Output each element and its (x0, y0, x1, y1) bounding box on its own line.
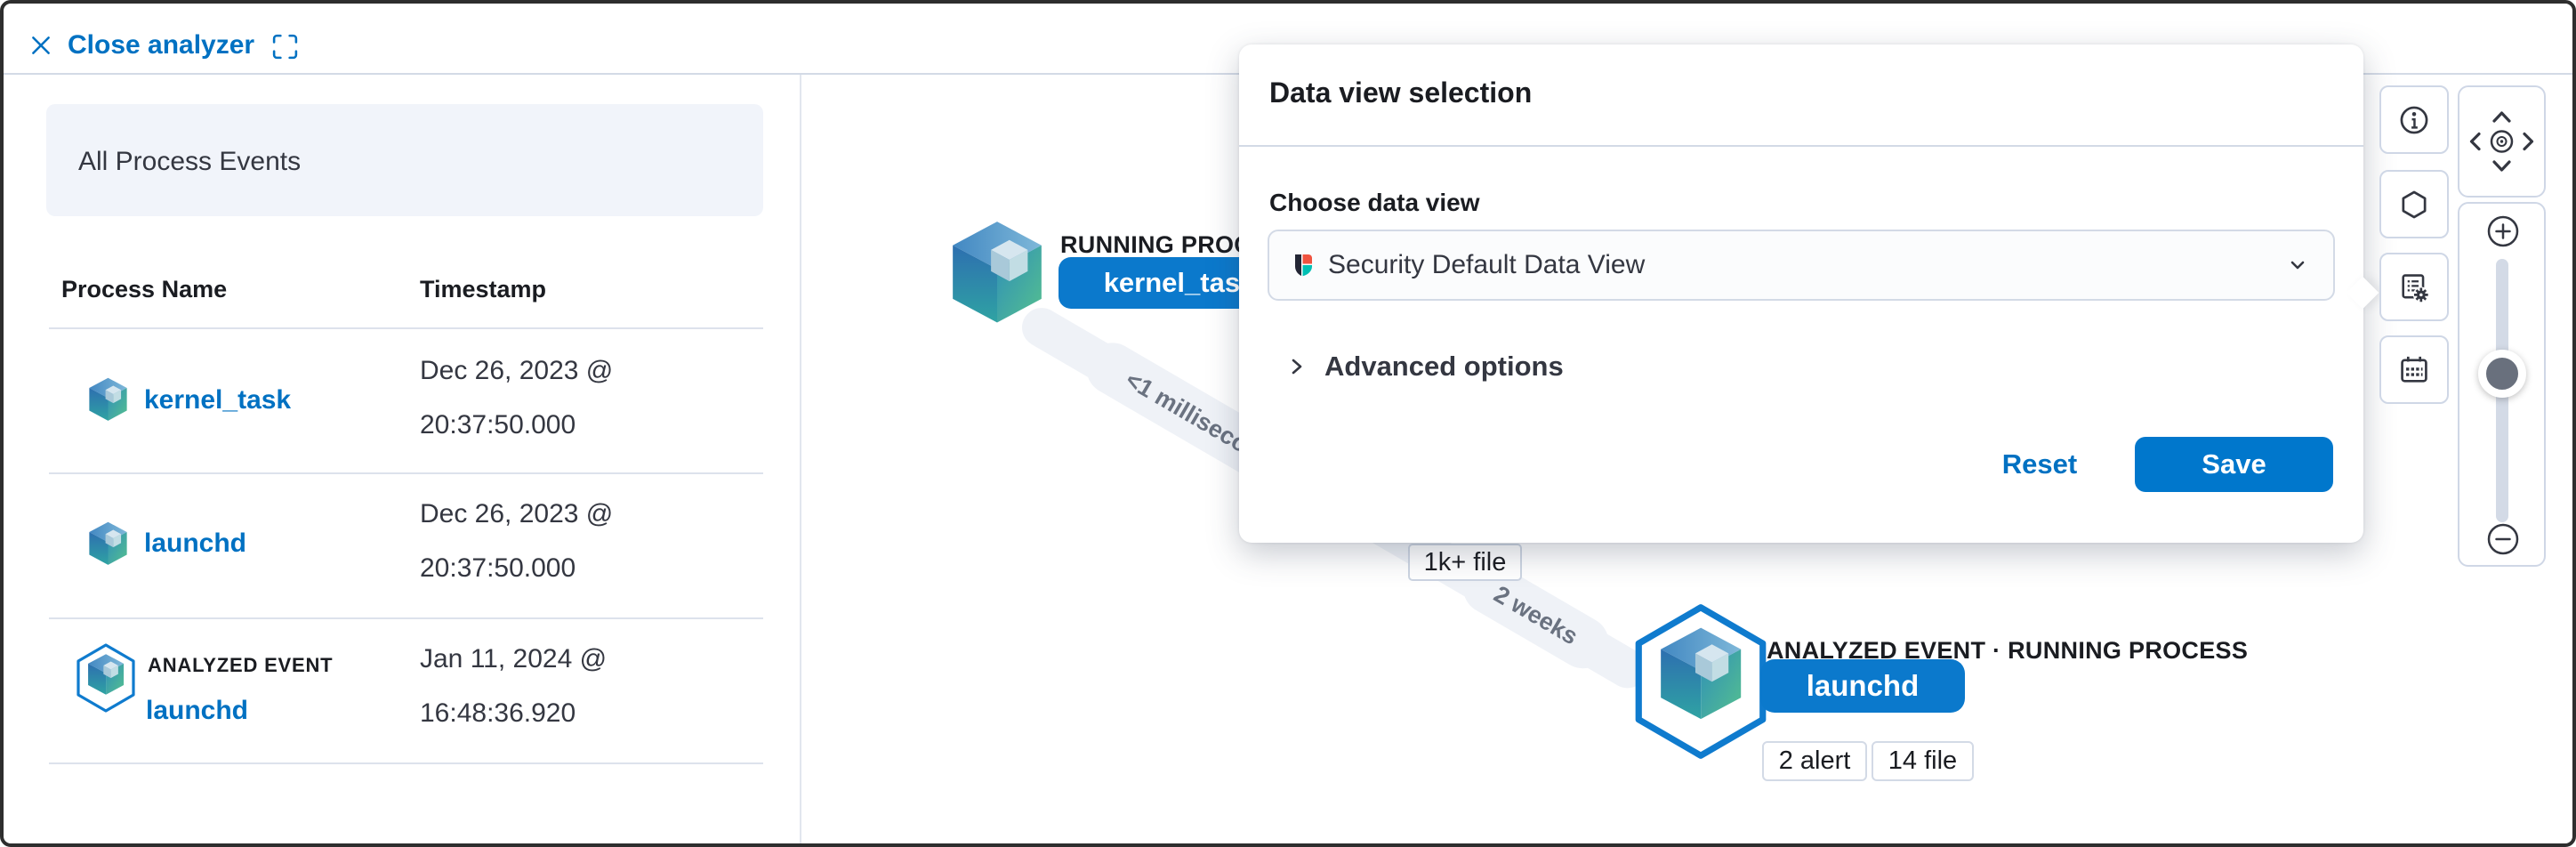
process-link[interactable]: launchd (144, 528, 247, 558)
fullscreen-icon[interactable] (270, 32, 300, 61)
popover-divider (1239, 145, 2363, 147)
pan-left-button[interactable] (2465, 127, 2486, 157)
launchd-node-pill[interactable]: launchd (1760, 659, 1965, 713)
row-divider (49, 327, 763, 329)
choose-data-view-label: Choose data view (1269, 189, 1480, 216)
advanced-options-label: Advanced options (1324, 351, 1564, 382)
zoom-panel (2458, 202, 2546, 567)
info-icon (2400, 106, 2428, 133)
timestamp-line: 16:48:36.920 (420, 698, 576, 728)
process-cube-icon (89, 377, 127, 421)
kernel-task-cube-icon[interactable] (948, 220, 1046, 327)
row-divider (49, 472, 763, 474)
process-link[interactable]: launchd (146, 696, 249, 725)
analyzed-event-hexagon-icon (75, 642, 137, 714)
process-cube-icon (89, 521, 127, 565)
security-logo-icon (1295, 254, 1312, 277)
zoom-slider-thumb[interactable] (2478, 350, 2526, 398)
hexagon-icon (2402, 190, 2427, 218)
panel-divider (800, 75, 801, 843)
panel-header: All Process Events (46, 104, 763, 216)
zoom-in-icon[interactable] (2485, 214, 2521, 249)
timestamp-line: Jan 11, 2024 @ (420, 644, 608, 674)
popover-title: Data view selection (1269, 77, 1533, 109)
pan-right-icon (2523, 132, 2534, 151)
panel-title: All Process Events (78, 147, 302, 176)
timestamp-line: Dec 26, 2023 @ (420, 356, 614, 385)
zoom-out-icon[interactable] (2485, 521, 2521, 557)
pan-down-icon (2492, 160, 2511, 172)
close-analyzer-button[interactable]: Close analyzer (68, 30, 255, 60)
chevron-down-icon (2290, 261, 2305, 270)
file-count-badge[interactable]: 14 file (1872, 741, 1974, 781)
timestamp-line: 20:37:50.000 (420, 553, 576, 583)
advanced-options-toggle[interactable]: Advanced options (1285, 351, 1564, 383)
data-view-settings-icon (2402, 273, 2429, 302)
pan-up-icon (2492, 111, 2511, 123)
selected-data-view: Security Default Data View (1328, 250, 1646, 279)
data-view-selection-popover: Data view selection Choose data view Sec… (1239, 44, 2379, 543)
pan-right-button[interactable] (2518, 127, 2540, 157)
reset-button[interactable]: Reset (2001, 448, 2078, 480)
pan-up-button[interactable] (2486, 105, 2518, 130)
process-link[interactable]: kernel_task (144, 385, 292, 415)
close-icon[interactable] (28, 33, 53, 58)
edge-file-count-badge[interactable]: 1k+ file (1408, 544, 1522, 581)
pan-down-button[interactable] (2486, 155, 2518, 180)
schema-button[interactable] (2379, 170, 2449, 238)
kernel-task-node-pill[interactable]: kernel_task (1059, 257, 1300, 309)
row-divider (49, 762, 763, 764)
timestamp-line: Dec 26, 2023 @ (420, 499, 614, 528)
data-view-select[interactable]: Security Default Data View (1268, 230, 2335, 301)
popover-arrow (2346, 276, 2379, 310)
alert-count-badge[interactable]: 2 alert (1762, 741, 1867, 781)
timestamp-line: 20:37:50.000 (420, 410, 576, 440)
date-picker-button[interactable] (2379, 335, 2449, 404)
save-button[interactable]: Save (2135, 437, 2333, 492)
calendar-icon (2401, 356, 2427, 383)
launchd-hexagon-icon[interactable] (1630, 601, 1771, 762)
camera-nav-panel (2458, 85, 2546, 198)
data-view-settings-button[interactable] (2379, 253, 2449, 321)
pan-left-icon (2469, 132, 2481, 151)
row-divider (49, 617, 763, 619)
node-legend-button[interactable] (2379, 85, 2449, 154)
analyzed-event-badge: ANALYZED EVENT (148, 654, 334, 676)
column-header-process-name: Process Name (61, 276, 228, 302)
chevron-right-icon (1292, 359, 1302, 375)
center-camera-icon (2490, 130, 2514, 153)
column-header-timestamp: Timestamp (420, 276, 547, 302)
